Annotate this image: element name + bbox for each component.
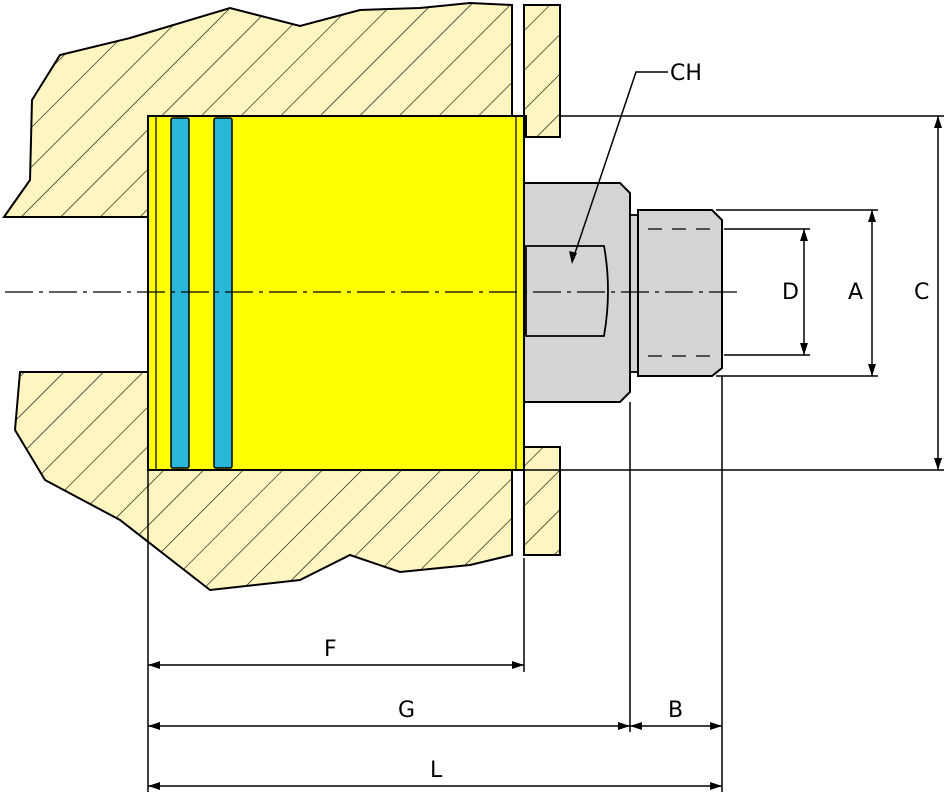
label-d: D [782, 280, 799, 305]
threaded-end [637, 209, 723, 377]
label-l: L [430, 758, 443, 783]
label-a: A [848, 280, 863, 305]
label-c: C [914, 280, 929, 305]
housing-section [2, 1, 561, 592]
arrowheads [148, 116, 942, 790]
dimension-labels: CH D A C F G B L [324, 61, 929, 783]
rotary-body [147, 115, 525, 471]
label-b: B [668, 698, 683, 723]
label-f: F [324, 637, 337, 662]
seal-ring-2 [213, 117, 233, 469]
label-ch: CH [670, 61, 702, 86]
neck [629, 214, 639, 373]
label-g: G [398, 698, 415, 723]
dimensions [147, 71, 944, 792]
hex-socket [525, 245, 609, 337]
seal-ring-1 [170, 117, 190, 469]
